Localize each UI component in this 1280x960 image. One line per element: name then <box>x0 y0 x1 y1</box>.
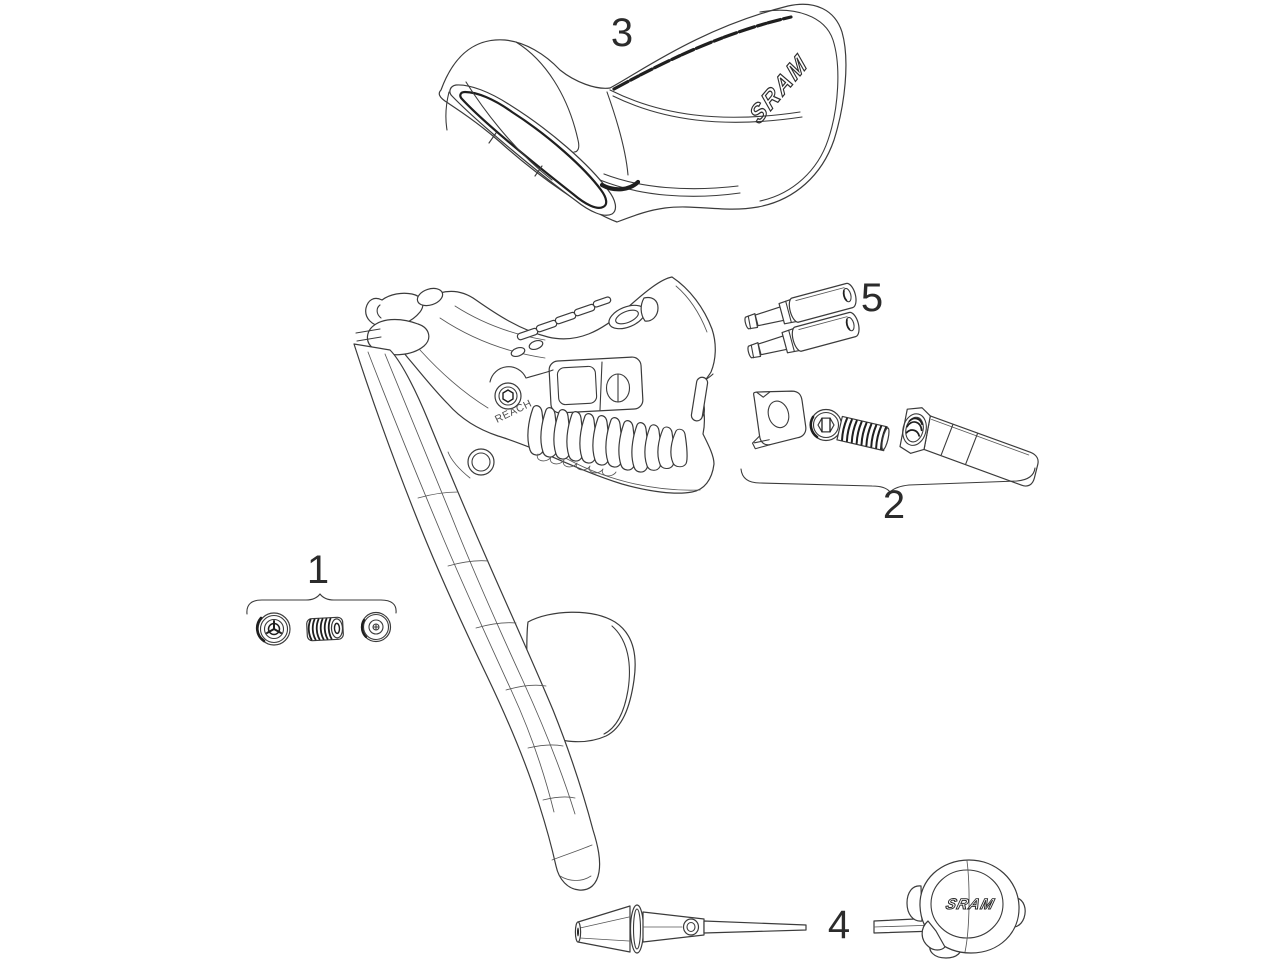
part4-blip-button: SRAM <box>873 859 1026 959</box>
part2-clamp-band <box>899 407 1039 487</box>
part2-group: 2 <box>740 390 1039 527</box>
callout-2-brace <box>740 467 1036 493</box>
callout-1-label: 1 <box>307 548 329 592</box>
part2-clamp-plate <box>751 390 807 450</box>
part1-washer <box>360 611 392 643</box>
reach-adjust-screw <box>489 366 554 410</box>
hood-cover-part: SRAM <box>438 3 847 223</box>
bar-clamp-hooks <box>355 287 444 356</box>
callout-5-label: 5 <box>861 276 883 320</box>
side-slot <box>690 376 709 422</box>
part1-set-screw <box>306 616 344 642</box>
hose-clamp-block <box>548 356 644 414</box>
part1-torx-screw <box>255 612 291 646</box>
pivot-bolt <box>447 448 495 479</box>
top-vent-slots <box>510 296 659 358</box>
callout-3-label: 3 <box>611 11 633 55</box>
part4-group: 4 SRAM <box>574 859 1026 959</box>
part5-group: 5 <box>741 276 883 366</box>
lever-assembly: REACH <box>353 276 716 891</box>
part4-bleed-fitting <box>574 904 807 954</box>
blip-sram-logo: SRAM <box>944 896 997 913</box>
callout-4-label: 4 <box>828 903 850 947</box>
callout-1-brace <box>246 593 397 615</box>
part2-clamp-bolt <box>809 408 890 452</box>
part1-group: 1 <box>246 548 397 646</box>
callout-2-label: 2 <box>883 483 905 527</box>
brake-lever-blade <box>353 343 601 891</box>
